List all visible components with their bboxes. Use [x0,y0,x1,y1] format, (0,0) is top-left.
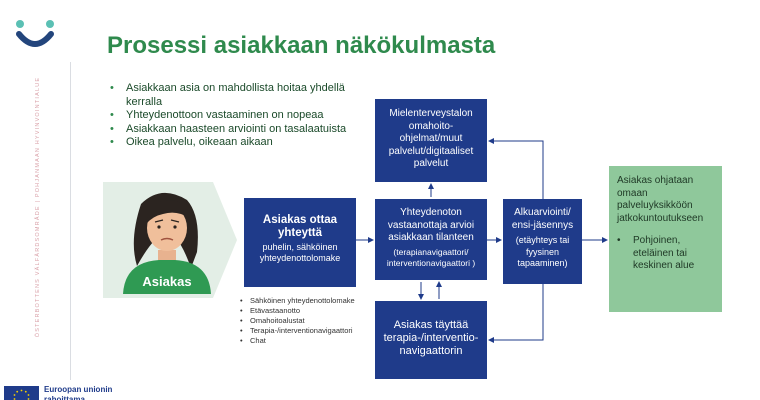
initial-assessment-sub: (etäyhteys tai fyysinen tapaaminen) [515,235,570,268]
navigator-form-box: Asiakas täyttää terapia-/interventio-nav… [375,301,487,379]
goal-item: Asiakkaan haasteen arviointi on tasalaat… [110,123,370,137]
logo-icon [16,20,54,47]
navigator-form-text: Asiakas täyttää terapia-/interventio-nav… [383,319,479,357]
contact-channels-list: Sähköinen yhteydenottolomake Etävastaano… [240,296,355,346]
eu-funding-line-1: Euroopan unionin [44,385,113,394]
assessment-step-title: Yhteydenoton vastaanottaja arvioi asiakk… [387,207,475,243]
persona-label: Asiakas [142,274,191,289]
self-care-services-box: Mielenterveystalon omahoito-ohjelmat/muu… [375,99,487,182]
goal-item: Oikea palvelu, oikeaan aikaan [110,136,370,150]
side-organization-text: ÖSTERBOTTENS VÄLFÄRDSOMRÅDE | POHJANMAAN… [35,76,41,338]
page-title: Prosessi asiakkaan näkökulmasta [107,32,496,59]
contact-step-sub: puhelin, sähköinen yhteydenottolomake [259,242,341,263]
channel-item: Omahoitoalustat [240,316,355,326]
eu-flag-icon [4,386,39,400]
channel-item: Sähköinen yhteydenottolomake [240,296,355,306]
persona-illustration: Asiakas [103,182,237,298]
assessment-step-box: Yhteydenoton vastaanottaja arvioi asiakk… [375,199,487,280]
eu-funding-line-2: rahoittama [44,395,85,400]
initial-assessment-box: Alkuarviointi/ ensi-jäsennys (etäyhteys … [503,199,582,284]
goal-item: Asiakkaan asia on mahdollista hoitaa yhd… [110,82,370,109]
goals-list: Asiakkaan asia on mahdollista hoitaa yhd… [110,82,370,150]
goal-item: Yhteydenottoon vastaaminen on nopeaa [110,109,370,123]
contact-step-title-2: yhteyttä [277,227,323,239]
eu-funding-text: Euroopan unionin rahoittama [44,385,112,400]
contact-step-title-1: Asiakas ottaa [262,214,338,226]
referral-text: Asiakas ohjataan omaan palveluyksikköön … [617,175,704,224]
self-care-services-text: Mielenterveystalon omahoito-ohjelmat/muu… [388,108,474,169]
referral-box: Asiakas ohjataan omaan palveluyksikköön … [609,166,722,312]
vertical-divider [70,62,71,380]
channel-item: Etävastaanotto [240,306,355,316]
channel-item: Terapia-/interventionavigaattori [240,326,355,336]
referral-region-item: Pohjoinen, eteläinen tai keskinen alue [617,235,716,273]
channel-item: Chat [240,336,355,346]
assessment-step-sub: (terapianavigaattori/ interventionavigaa… [386,246,476,268]
initial-assessment-title: Alkuarviointi/ ensi-jäsennys [511,207,574,231]
contact-step-box: Asiakas ottaa yhteyttä puhelin, sähköine… [244,198,356,287]
